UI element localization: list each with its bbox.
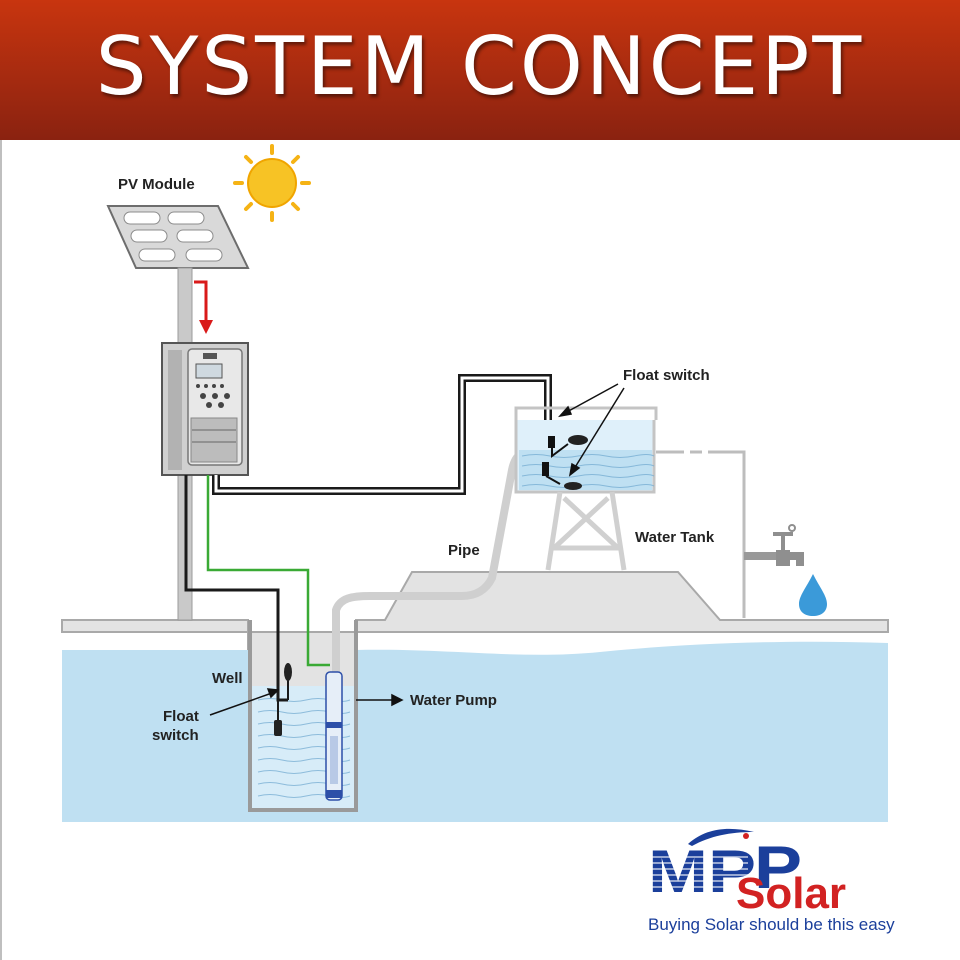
well-float-switch-label-line2: switch [152,727,199,744]
tap-icon [744,524,804,566]
tank-float-switch-label: Float switch [623,367,710,384]
pump-power-cable [184,475,288,702]
logo-brand-word: Solar [736,869,847,918]
dc-power-wire [194,280,213,334]
groundwater [62,641,888,822]
pv-module-label: PV Module [118,176,195,193]
pump-inverter [161,342,249,476]
annotation-arrows [209,383,625,716]
well-float-switch [274,663,292,736]
tank-float-switches [542,435,588,490]
logo-stripes [648,856,748,904]
water-tank-label: Water Tank [635,529,715,546]
discharge-pipe [332,448,533,676]
title-banner: SYSTEM CONCEPT [0,0,960,140]
logo-letter-p2: P [754,834,803,901]
logo-swoosh-icon [688,828,754,846]
mpp-solar-logo: M P P Solar Buying Solar should be this … [646,826,936,946]
tank-float-switch-cable [212,374,552,495]
well-float-switch-label-line1: Float [163,708,199,725]
page-title: SYSTEM CONCEPT [95,20,865,113]
sun-icon [233,144,311,222]
water-pump-label: Water Pump [410,692,497,709]
pipe-label: Pipe [448,542,480,559]
logo-tagline: Buying Solar should be this easy [648,915,895,934]
well-shaft [248,620,358,812]
ground-wire [206,475,330,667]
well-label: Well [212,670,243,687]
water-pump [325,671,343,801]
frame-border [0,140,2,960]
pv-module [106,205,250,269]
water-drop-icon [799,574,827,616]
